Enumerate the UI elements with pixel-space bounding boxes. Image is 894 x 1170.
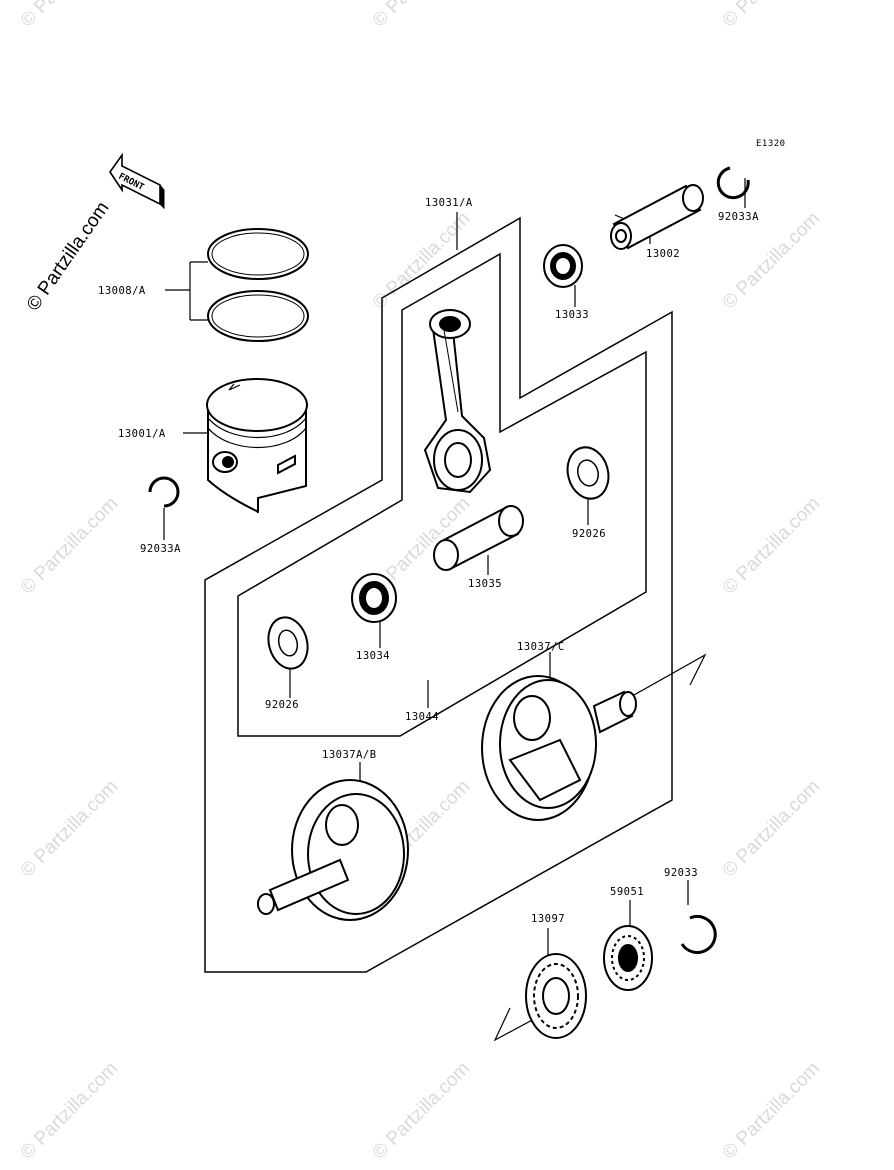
piston-pin: [610, 184, 704, 250]
thrust-washer-right: [566, 446, 610, 500]
label-gear-small: 59051: [610, 886, 644, 898]
thrust-washer-left: [267, 616, 309, 670]
crankshaft-inner-outline: [237, 252, 647, 737]
part-labels: 13031/A 13008/A 13001/A 92033A 13033 130…: [98, 197, 759, 925]
crankshaft-half-left: [257, 779, 409, 921]
circlip-left: [148, 476, 180, 508]
label-crank-half-left: 13037A/B: [322, 749, 377, 761]
watermark: © Partzilla.com: [17, 493, 122, 598]
gear-large: [525, 953, 587, 1039]
label-crank-half-right: 13037/C: [517, 641, 565, 653]
watermark: © Partzilla.com: [17, 0, 122, 32]
leader-lines: [163, 178, 746, 1042]
label-washer-left: 92026: [265, 699, 299, 711]
label-needle-bearing-lower: 13034: [356, 650, 390, 662]
label-piston-pin: 13002: [646, 248, 680, 260]
watermark: © Partzilla.com: [17, 776, 122, 881]
label-crank-pin: 13035: [468, 578, 502, 590]
circlip-gear: [680, 914, 717, 954]
label-crankshaft-assy: 13044: [405, 711, 439, 723]
watermark: © Partzilla.com: [719, 493, 824, 598]
piston: [206, 378, 308, 514]
front-arrow-icon: FRONT: [109, 152, 165, 210]
label-washer-right: 92026: [572, 528, 606, 540]
diagram-code: E1320: [756, 139, 786, 149]
label-circlip-gear: 92033: [664, 867, 698, 879]
connecting-rod: [423, 309, 492, 494]
label-needle-bearing-top: 13033: [555, 309, 589, 321]
circlip-top: [716, 166, 750, 200]
watermark: © Partzilla.com: [719, 776, 824, 881]
label-circlip-left: 92033A: [140, 543, 181, 555]
crankshaft-half-right: [481, 675, 637, 821]
watermark: © Partzilla.com: [719, 1058, 824, 1163]
label-gear-large: 13097: [531, 913, 565, 925]
watermark: © Partzilla.com: [369, 1058, 474, 1163]
needle-bearing-top: [543, 244, 583, 288]
conn-rod-group-outline: [204, 216, 673, 973]
piston-rings: [207, 228, 309, 342]
watermark: © Partzilla.com: [719, 0, 824, 32]
watermark: © Partzilla.com: [719, 208, 824, 313]
label-piston-rings: 13008/A: [98, 285, 146, 297]
watermark: © Partzilla.com: [17, 1058, 122, 1163]
crank-pin: [433, 505, 524, 571]
gear-small: [603, 925, 653, 991]
label-conn-rod: 13031/A: [425, 197, 473, 209]
assembly-outline: [204, 216, 673, 973]
watermark: © Partzilla.com: [369, 0, 474, 32]
copyright-mark: © Partzilla.com: [23, 198, 114, 315]
needle-bearing-lower: [351, 573, 397, 623]
watermark: © Partzilla.com: [369, 208, 474, 313]
label-piston: 13001/A: [118, 428, 166, 440]
label-circlip-top: 92033A: [718, 211, 759, 223]
